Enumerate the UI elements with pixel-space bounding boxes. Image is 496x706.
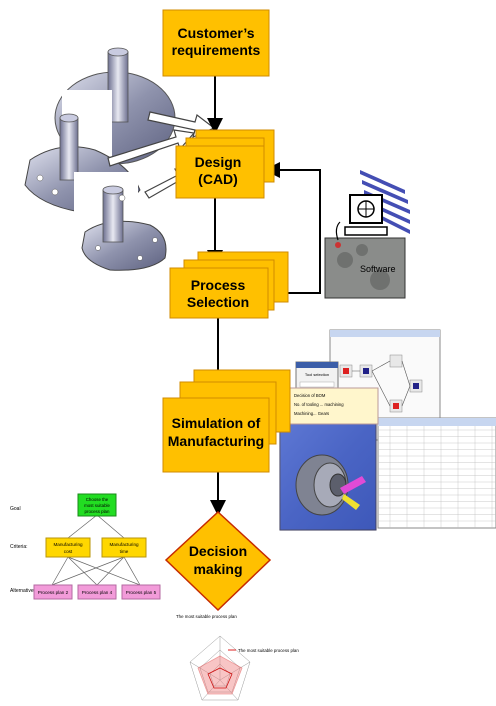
sim-tooltip-line-2: No. of tooling ... machining	[294, 402, 344, 407]
svg-text:Design(CAD): Design(CAD)	[195, 154, 242, 187]
goal-line-1: Choose the	[86, 497, 109, 502]
design-label-line-2: (CAD)	[198, 171, 238, 187]
goal-row-label: Goal	[10, 506, 21, 512]
simulation-screens-image: Tool selection Decision of BOM No. of to…	[279, 329, 496, 531]
alternative-2: Process plan 4	[82, 590, 113, 595]
alternative-3: Process plan 5	[126, 590, 157, 595]
customer-label-line-2: requirements	[172, 42, 261, 58]
criterion-2-line-1: Manufacturing	[109, 542, 139, 547]
radar-chart: The most suitable process plan The most …	[176, 614, 299, 701]
alternative-1: Process plan 2	[38, 590, 69, 595]
design-label-line-1: Design	[195, 154, 242, 170]
simulation-label-line-1: Simulation of	[172, 415, 261, 431]
sim-tooltip-line-3: Machining... Gears	[294, 411, 329, 416]
screen-text: Software	[360, 264, 396, 274]
criterion-2-line-2: time	[120, 549, 129, 554]
sim-window-title: Tool selection	[305, 372, 329, 377]
decision-label-line-1: Decision	[189, 543, 247, 559]
radar-title: The most suitable process plan	[176, 614, 237, 619]
feedback-connector	[264, 162, 321, 294]
computer-image: Software	[324, 170, 410, 299]
goal-line-2: most suitable	[84, 503, 110, 508]
simulation-label-line-2: Manufacturing	[168, 433, 264, 449]
decision-diamond: Decision making	[164, 510, 272, 612]
process-label-line-1: Process	[191, 277, 246, 293]
design-box: Design(CAD)	[175, 129, 275, 199]
radar-legend: The most suitable process plan	[238, 648, 299, 653]
customer-label-line-1: Customer’s	[177, 25, 254, 41]
criteria-row-label: Criteria:	[10, 544, 28, 550]
decision-label-line-2: making	[193, 561, 242, 577]
sim-tooltip-line-1: Decision of BOM	[294, 393, 326, 398]
goal-line-3: process plan	[85, 509, 110, 514]
process-label-line-2: Selection	[187, 294, 249, 310]
simulation-box: Simulation of Manufacturing	[162, 369, 291, 473]
criterion-1-line-2: cost	[64, 549, 73, 554]
cad-parts-image	[24, 47, 176, 271]
alternatives-row-label: Alternatives:	[10, 588, 38, 594]
criterion-1-line-1: Manufacturing	[53, 542, 83, 547]
